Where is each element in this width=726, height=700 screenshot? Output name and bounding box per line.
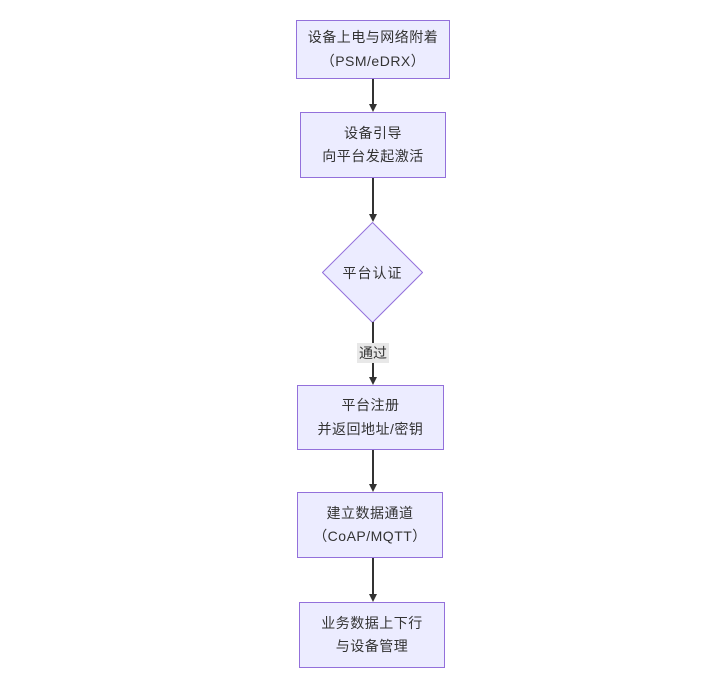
edge-line <box>372 558 374 596</box>
node-bootstrap: 设备引导 向平台发起激活 <box>300 112 446 178</box>
node-label-line: 平台注册 <box>341 397 400 414</box>
node-label-line: 与设备管理 <box>335 638 409 654</box>
node-label-line: 业务数据上下行 <box>321 614 423 631</box>
edge-register-to-channel <box>368 450 378 492</box>
node-label-line: 设备上电与网络附着 <box>307 29 439 46</box>
node-label-line: （PSM/eDRX） <box>320 52 426 69</box>
edge-label-pass: 通过 <box>357 343 389 363</box>
node-data-channel: 建立数据通道 （CoAP/MQTT） <box>297 492 443 558</box>
node-label-line: 设备引导 <box>344 124 402 141</box>
edge-line <box>372 178 374 216</box>
node-register: 平台注册 并返回地址/密钥 <box>297 385 444 450</box>
node-label-line: 向平台发起激活 <box>322 148 424 164</box>
edge-line <box>372 79 374 106</box>
arrowhead-icon <box>368 484 377 492</box>
node-label-line: 建立数据通道 <box>326 504 414 521</box>
node-power-attach: 设备上电与网络附着 （PSM/eDRX） <box>296 20 450 79</box>
node-auth-decision: 平台认证 <box>322 222 423 323</box>
arrowhead-icon <box>368 594 377 602</box>
edge-bootstrap-to-auth <box>368 178 378 222</box>
node-label-line: （CoAP/MQTT） <box>313 528 427 544</box>
node-label: 平台认证 <box>342 264 403 281</box>
arrowhead-icon <box>368 214 377 222</box>
edge-power-to-bootstrap <box>368 79 378 112</box>
node-label-line: 并返回地址/密钥 <box>317 420 424 437</box>
arrowhead-icon <box>368 104 377 112</box>
edge-line <box>372 450 374 486</box>
edge-channel-to-business <box>368 558 378 602</box>
arrowhead-icon <box>368 377 377 385</box>
node-business: 业务数据上下行 与设备管理 <box>299 602 445 668</box>
